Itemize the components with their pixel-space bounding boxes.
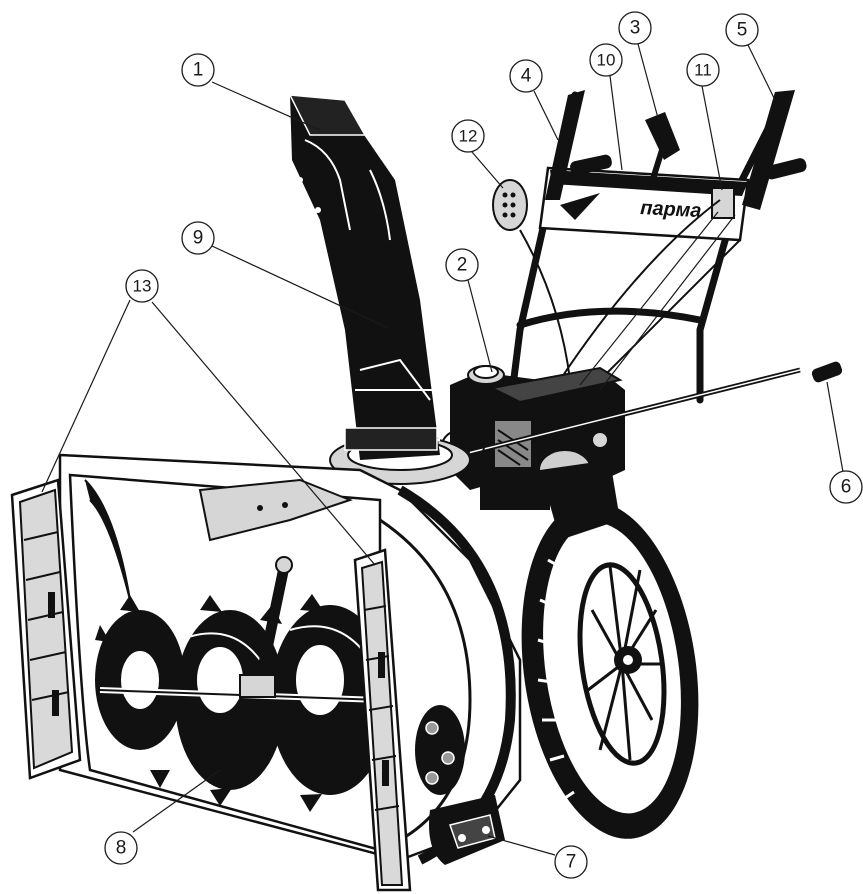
callout-4-number: 4 (521, 66, 532, 87)
callout-6-number: 6 (841, 477, 852, 498)
callout-5-number: 5 (737, 20, 748, 41)
leader-lines (41, 43, 844, 856)
callout-11: 11 (686, 53, 720, 87)
side-extension-right (353, 548, 412, 892)
callout-8: 8 (104, 831, 138, 865)
callout-12: 12 (451, 119, 485, 153)
discharge-chute (288, 94, 471, 485)
callout-10: 10 (589, 43, 623, 77)
callout-11-number: 11 (694, 61, 712, 80)
callout-13: 13 (125, 269, 159, 303)
callout-1: 1 (181, 53, 215, 87)
callout-12-number: 12 (459, 127, 478, 146)
callout-2-number: 2 (457, 255, 468, 276)
callout-9: 9 (181, 221, 215, 255)
handle-frame: парма (492, 90, 807, 414)
callout-3-number: 3 (630, 18, 641, 39)
callout-7-number: 7 (566, 852, 577, 873)
callout-3: 3 (618, 11, 652, 45)
brand-logo: парма (640, 197, 702, 222)
callout-2: 2 (445, 248, 479, 282)
callout-10-number: 10 (597, 51, 616, 70)
callout-5: 5 (725, 13, 759, 47)
engine (450, 365, 625, 540)
callout-4: 4 (509, 59, 543, 93)
callout-13-number: 13 (133, 277, 152, 296)
callout-9-number: 9 (193, 228, 204, 249)
auger-spirals (95, 556, 390, 812)
callout-1-number: 1 (193, 60, 204, 81)
callout-8-number: 8 (116, 838, 127, 859)
skid-shoe (429, 795, 505, 865)
callout-6: 6 (829, 470, 863, 504)
wheel (521, 501, 699, 839)
side-extension-left (10, 478, 82, 780)
callout-7: 7 (554, 845, 588, 879)
